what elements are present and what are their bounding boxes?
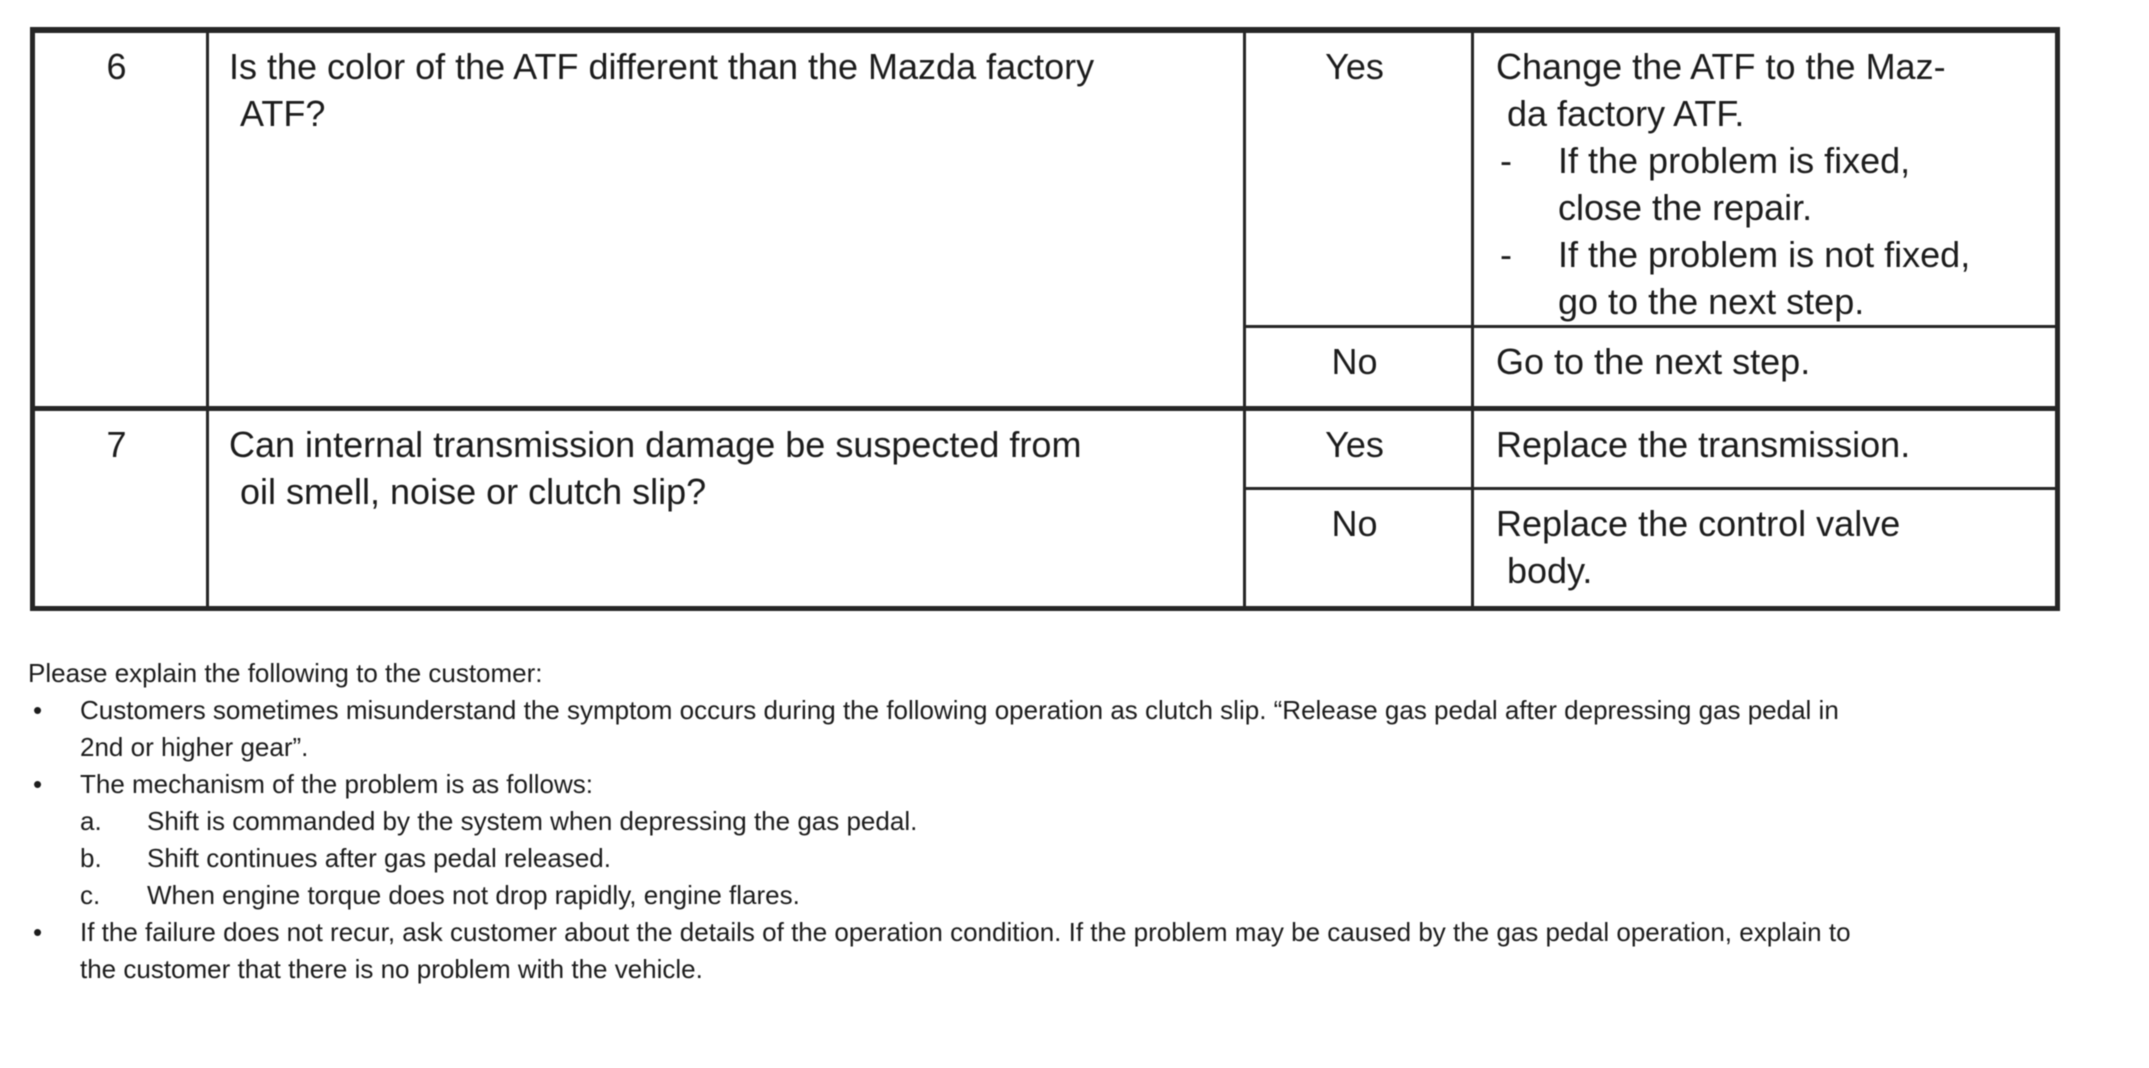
note-line: The mechanism of the problem is as follo… [80, 769, 593, 799]
note-line: 2nd or higher gear”. [80, 732, 309, 762]
sub-list-item: a. Shift is commanded by the system when… [80, 803, 2143, 840]
action-line: If the problem is fixed, [1558, 140, 1911, 181]
action-line: Replace the transmission. [1496, 424, 1911, 465]
step-number-7: 7 [31, 406, 209, 610]
question-cell-7: Can internal transmission damage be susp… [206, 406, 1246, 610]
sub-list-item: c. When engine torque does not drop rapi… [80, 877, 2143, 914]
answer-cell-7-no: No [1243, 487, 1474, 610]
dash-list-item: - If the problem is not fixed, go to the… [1496, 231, 2047, 325]
action-line: Replace the control valve [1496, 503, 1901, 544]
answer-label: No [1331, 341, 1378, 382]
dash-item-text: If the problem is not fixed, go to the n… [1558, 231, 1970, 325]
sub-item-label: c. [80, 880, 101, 910]
customer-explanation-notes: Please explain the following to the cust… [28, 655, 2143, 988]
dash-marker: - [1500, 234, 1512, 275]
sub-item-text: Shift is commanded by the system when de… [147, 806, 918, 836]
sub-list-item: b. Shift continues after gas pedal relea… [80, 840, 2143, 877]
action-line: Go to the next step. [1496, 341, 1811, 382]
question-line: Is the color of the ATF different than t… [229, 46, 1095, 87]
action-line: Change the ATF to the Maz- [1496, 46, 1946, 87]
step-label: 6 [106, 46, 127, 87]
sub-item-label: a. [80, 806, 102, 836]
bullet-marker: • [33, 769, 43, 799]
bullet-marker: • [33, 917, 43, 947]
step-number-6: 6 [31, 28, 209, 410]
bullet-text: If the failure does not recur, ask custo… [80, 914, 2143, 988]
answer-cell-7-yes: Yes [1243, 406, 1474, 490]
answer-cell-6-yes: Yes [1243, 28, 1474, 328]
action-cell-7-no: Replace the control valve body. [1471, 487, 2059, 610]
action-cell-7-yes: Replace the transmission. [1471, 406, 2059, 490]
notes-intro: Please explain the following to the cust… [28, 658, 543, 688]
bullet-marker: • [33, 695, 43, 725]
step-label: 7 [106, 424, 127, 465]
dash-marker: - [1500, 140, 1512, 181]
answer-label: Yes [1325, 424, 1384, 465]
answer-cell-6-no: No [1243, 325, 1474, 410]
question-line: oil smell, noise or clutch slip? [240, 471, 707, 512]
action-line: body. [1507, 550, 1593, 591]
bullet-text: The mechanism of the problem is as follo… [80, 766, 2143, 914]
question-line: Can internal transmission damage be susp… [229, 424, 1082, 465]
action-line: da factory ATF. [1507, 93, 1745, 134]
answer-label: No [1331, 503, 1378, 544]
dash-item-text: If the problem is fixed, close the repai… [1558, 137, 1910, 231]
action-cell-6-yes: Change the ATF to the Maz- da factory AT… [1471, 28, 2059, 328]
note-line: If the failure does not recur, ask custo… [80, 917, 1851, 947]
note-line: the customer that there is no problem wi… [80, 954, 703, 984]
troubleshooting-table: 6 Is the color of the ATF different than… [30, 27, 2060, 611]
answer-label: Yes [1325, 46, 1384, 87]
bullet-item: • Customers sometimes misunderstand the … [28, 692, 2143, 766]
dash-list-item: - If the problem is fixed, close the rep… [1496, 137, 2047, 231]
action-line: go to the next step. [1558, 281, 1865, 322]
action-line: close the repair. [1558, 187, 1813, 228]
bullet-item: • The mechanism of the problem is as fol… [28, 766, 2143, 914]
question-cell-6: Is the color of the ATF different than t… [206, 28, 1246, 410]
sub-item-text: Shift continues after gas pedal released… [147, 843, 611, 873]
bullet-item: • If the failure does not recur, ask cus… [28, 914, 2143, 988]
sub-item-label: b. [80, 843, 102, 873]
sub-item-text: When engine torque does not drop rapidly… [147, 880, 800, 910]
action-line: If the problem is not fixed, [1558, 234, 1971, 275]
action-cell-6-no: Go to the next step. [1471, 325, 2059, 410]
bullet-text: Customers sometimes misunderstand the sy… [80, 692, 2143, 766]
note-line: Customers sometimes misunderstand the sy… [80, 695, 1839, 725]
manual-page: 6 Is the color of the ATF different than… [0, 27, 2149, 1068]
question-line: ATF? [240, 93, 326, 134]
